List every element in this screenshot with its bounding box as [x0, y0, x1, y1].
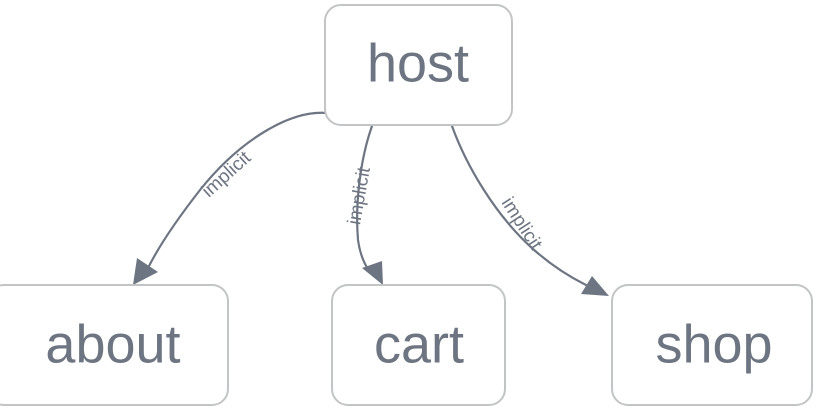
- node-cart-box[interactable]: [331, 284, 506, 406]
- node-host[interactable]: host: [324, 4, 513, 126]
- edge-group: [133, 111, 609, 296]
- edge-label-host-about: implicit: [198, 147, 256, 202]
- edge-host-about[interactable]: [133, 111, 329, 285]
- edge-host-cart-path: [356, 124, 374, 274]
- edge-label-group: implicit implicit implicit: [198, 147, 546, 254]
- edge-host-cart-arrowhead: [362, 261, 383, 285]
- node-cart[interactable]: cart: [331, 284, 506, 406]
- node-about-label: about: [45, 314, 180, 374]
- node-about-box[interactable]: [0, 284, 229, 406]
- node-host-label: host: [367, 33, 469, 93]
- edge-host-shop[interactable]: [450, 124, 609, 296]
- edge-host-about-arrowhead: [133, 258, 158, 285]
- edge-host-shop-arrowhead: [581, 276, 609, 296]
- node-shop-label: shop: [655, 314, 772, 374]
- node-host-box[interactable]: [324, 4, 513, 126]
- node-cart-label: cart: [374, 314, 464, 374]
- edge-host-shop-path: [450, 124, 588, 287]
- edge-host-about-path: [146, 111, 329, 270]
- node-about[interactable]: about: [0, 284, 229, 406]
- edge-label-host-shop: implicit: [497, 194, 547, 255]
- node-group: host about cart shop: [0, 4, 813, 406]
- node-shop[interactable]: shop: [611, 284, 813, 406]
- node-shop-box[interactable]: [611, 284, 813, 406]
- edge-label-host-cart: implicit: [344, 165, 375, 227]
- edge-host-cart[interactable]: [356, 124, 383, 285]
